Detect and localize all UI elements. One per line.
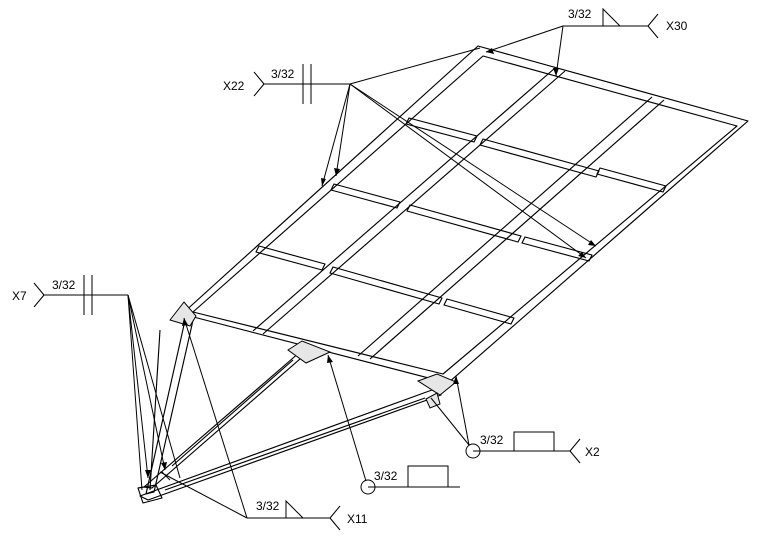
- weld-size-x1: 3/32: [374, 469, 398, 483]
- weld-size-x2: 3/32: [480, 433, 504, 447]
- weld-callout-x11: 3/32 X11: [159, 317, 368, 531]
- corner-gussets: [169, 301, 457, 409]
- longitudinal-stringers: [252, 67, 665, 360]
- fillet-weld-symbol-icon: [602, 7, 622, 27]
- weld-size-x22: 3/32: [271, 67, 295, 81]
- weld-tag-x2: X2: [585, 445, 600, 459]
- weld-callout-x30: 3/32 X30: [485, 7, 688, 77]
- weld-size-x11: 3/32: [256, 499, 280, 513]
- weld-callout-x2: 3/32 X2: [430, 375, 600, 464]
- weld-tag-x22: X22: [223, 79, 245, 93]
- weld-box-symbol-icon-2: [407, 465, 449, 488]
- cross-members: [255, 117, 667, 325]
- weld-callout-x1: 3/32: [327, 354, 460, 495]
- weld-tag-x30: X30: [666, 19, 688, 33]
- weld-callout-x7: 3/32 X7: [12, 275, 181, 491]
- weld-size-x7: 3/32: [52, 278, 76, 292]
- weld-tag-x7: X7: [12, 289, 27, 303]
- weld-tag-x11: X11: [347, 512, 368, 526]
- fillet-weld-symbol-icon-2: [285, 499, 305, 519]
- weld-size-x30: 3/32: [568, 7, 592, 21]
- weld-callout-x22: 3/32 X22: [223, 47, 597, 259]
- weld-box-symbol-icon: [513, 431, 555, 452]
- deck-frame: [181, 45, 749, 384]
